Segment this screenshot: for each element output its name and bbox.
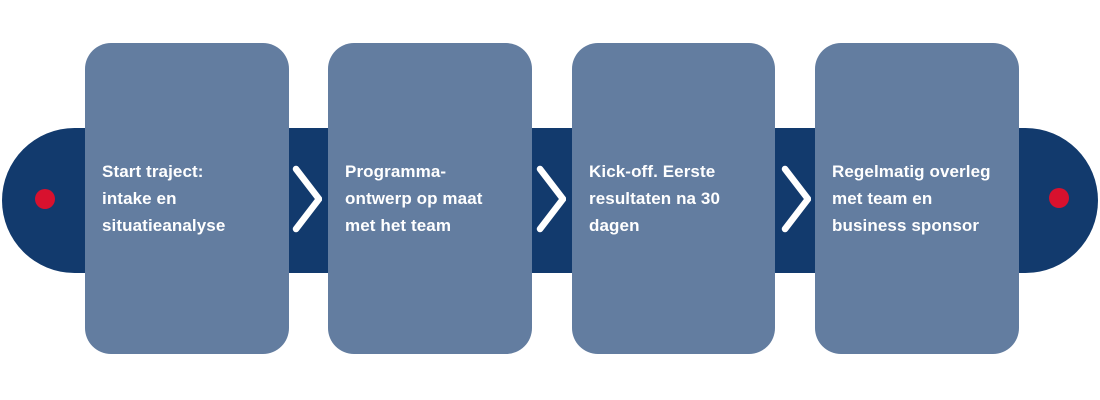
step-text-line: Start traject: [102, 162, 204, 181]
chevron-right-icon [781, 164, 811, 234]
start-dot-icon [35, 189, 55, 209]
step-text-line: resultaten na 30 [589, 189, 721, 208]
step-text-line: Programma- [345, 162, 447, 181]
step-card-4: Regelmatig overleg met team en business … [815, 43, 1019, 354]
step-text-line: met team en [832, 189, 933, 208]
step-text-line: situatieanalyse [102, 216, 226, 235]
step-text-line: met het team [345, 216, 452, 235]
chevron-right-icon [536, 164, 566, 234]
step-text-line: business sponsor [832, 216, 980, 235]
step-text-line: dagen [589, 216, 640, 235]
step-card-2: Programma- ontwerp op maat met het team [328, 43, 532, 354]
end-dot-icon [1049, 188, 1069, 208]
step-text-line: ontwerp op maat [345, 189, 483, 208]
step-text-line: Kick-off. Eerste [589, 162, 716, 181]
chevron-right-icon [292, 164, 322, 234]
step-card-3: Kick-off. Eerste resultaten na 30 dagen [572, 43, 775, 354]
step-card-1: Start traject: intake en situatieanalyse [85, 43, 289, 354]
step-text-line: intake en [102, 189, 177, 208]
step-text-line: Regelmatig overleg [832, 162, 991, 181]
